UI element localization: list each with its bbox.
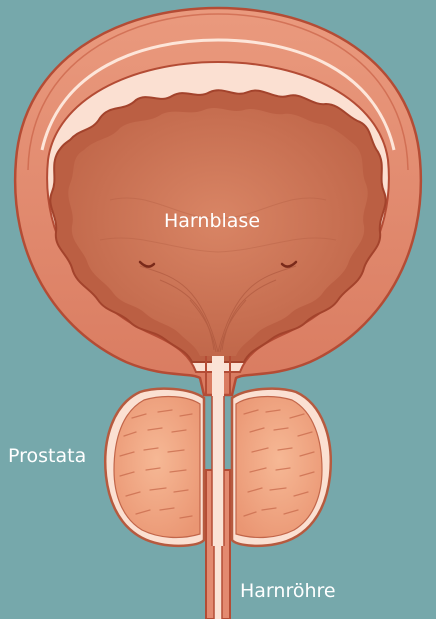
label-urethra: Harnröhre bbox=[240, 582, 336, 601]
bladder bbox=[15, 8, 421, 396]
label-prostate: Prostata bbox=[8, 447, 86, 466]
label-bladder: Harnblase bbox=[164, 212, 260, 231]
prostate bbox=[105, 389, 331, 546]
